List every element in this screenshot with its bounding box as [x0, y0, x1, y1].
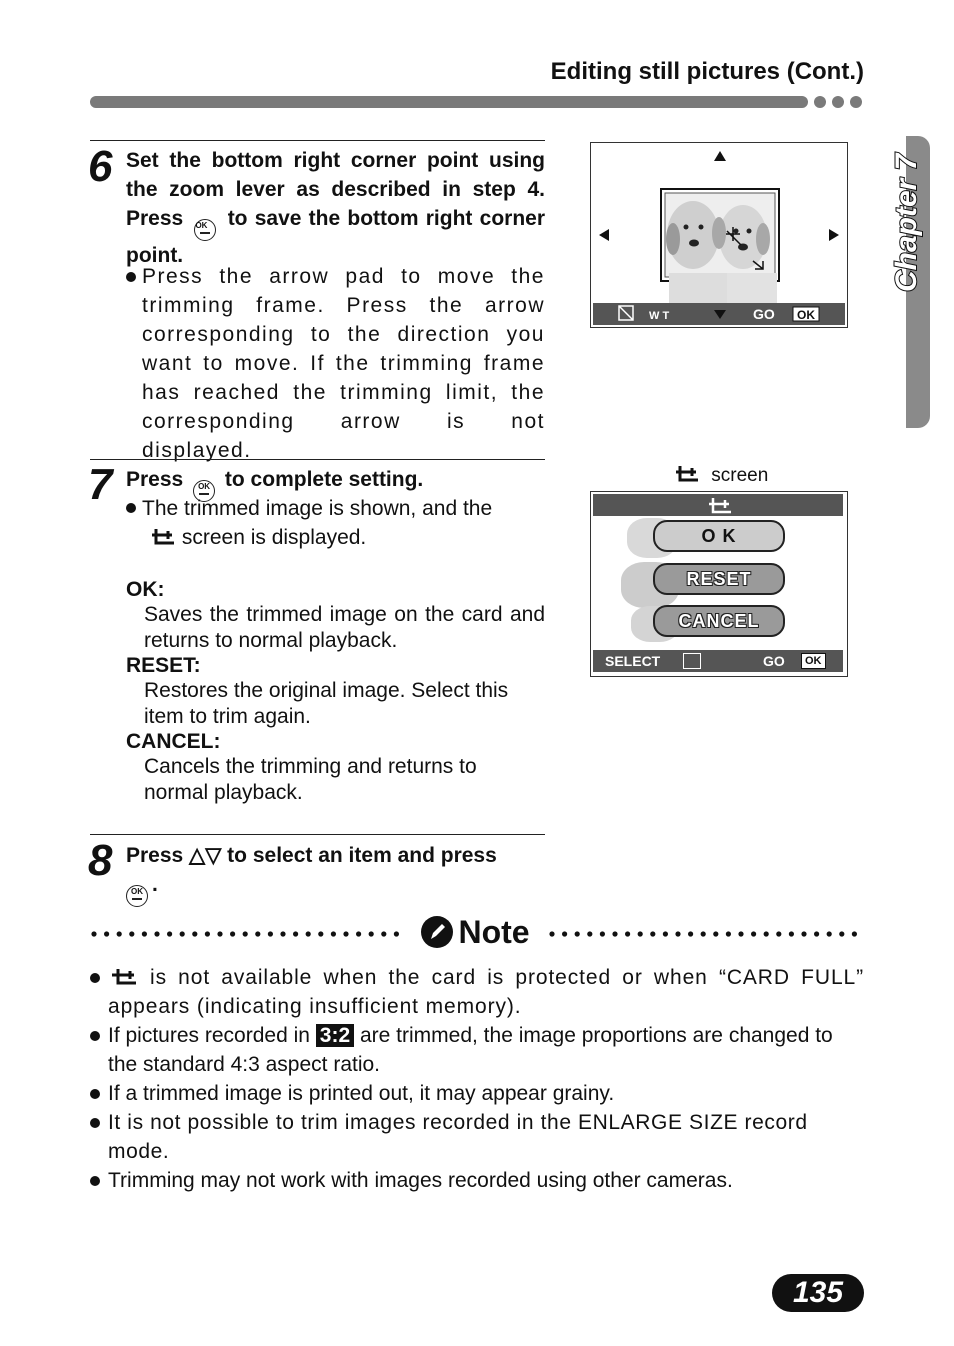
step-number-8: 8 [88, 836, 113, 885]
updown-icon [683, 653, 701, 669]
ok-button-icon: OK [194, 219, 217, 241]
screen2-caption: screen [672, 462, 768, 487]
step8-instruction-end: . [152, 873, 158, 896]
arrow-left-icon [599, 229, 609, 241]
page-header-title: Editing still pictures (Cont.) [550, 58, 864, 85]
note-heading: Note [420, 914, 530, 954]
chapter-label: Chapter 7 [889, 151, 924, 293]
step7-bullet-text: The trimmed image is shown, and the [142, 497, 493, 520]
trim-icon [676, 466, 698, 482]
note-dots-left [91, 931, 399, 937]
step7-terms: OK: Saves the trimmed image on the card … [126, 578, 545, 806]
note-item: It is not possible to trim images record… [90, 1108, 864, 1166]
bullet-icon [90, 1031, 100, 1041]
step6-instruction: Set the bottom right corner point using … [126, 146, 545, 270]
step6-bullet-text: Press the arrow pad to move the trimming… [142, 265, 545, 462]
bullet-icon [90, 973, 100, 983]
aspect-badge: 3:2 [315, 1024, 355, 1047]
bullet-icon [90, 1118, 100, 1128]
note-dots-right [549, 931, 857, 937]
step7-bullet: The trimmed image is shown, and the scre… [126, 494, 545, 552]
step7-bullet-text-2: screen is displayed. [181, 526, 367, 549]
trim-icon [126, 523, 176, 552]
screen2-title-bar [593, 494, 843, 516]
menu-item-reset[interactable]: RESET [653, 563, 785, 595]
page-number: 135 [772, 1274, 864, 1312]
header-dot [832, 96, 844, 108]
term-reset: RESET: [126, 654, 201, 677]
bullet-icon [90, 1089, 100, 1099]
chapter-tab [906, 136, 930, 428]
term-cancel-desc: Cancels the trimming and returns to norm… [144, 755, 477, 804]
bullet-icon [126, 272, 136, 282]
bullet-icon [126, 503, 136, 513]
go-label: GO [763, 653, 785, 669]
header-rule [90, 96, 808, 108]
screen2-caption-text: screen [711, 465, 769, 486]
step-number-7: 7 [88, 460, 113, 509]
trim-frame-screen: W T GO OK [590, 142, 848, 328]
svg-text:GO: GO [753, 306, 775, 322]
step8-instruction-text: Press △▽ to select an item and press [126, 844, 497, 867]
step8-instruction: Press △▽ to select an item and press OK. [126, 841, 545, 907]
menu-item-ok[interactable]: O K [653, 520, 785, 552]
trim-icon [112, 969, 136, 985]
step6-instruction-text: Set the bottom right corner point using … [126, 149, 545, 230]
svg-text:Chapter 7: Chapter 7 [890, 152, 923, 292]
note-list: is not available when the card is protec… [90, 963, 864, 1195]
header-dot [850, 96, 862, 108]
arrow-up-icon [714, 151, 726, 161]
step6-instruction-text-2: to save the bottom right corner point. [126, 207, 545, 267]
term-reset-desc: Restores the original image. Select this… [144, 679, 509, 728]
step7-instruction-text: Press [126, 468, 184, 491]
bullet-icon [90, 1176, 100, 1186]
select-label: SELECT [605, 653, 661, 669]
ok-button-icon: OK [193, 480, 216, 502]
step6-bullet: Press the arrow pad to move the trimming… [126, 262, 545, 465]
term-cancel: CANCEL: [126, 730, 221, 753]
note-item: is not available when the card is protec… [90, 963, 864, 1021]
note-title: Note [458, 914, 530, 950]
menu-item-cancel[interactable]: CANCEL [653, 605, 785, 637]
note-pencil-icon [421, 916, 453, 948]
trim-frame-illustration: W T GO OK [593, 151, 845, 325]
note-item-text: Trimming may not work with images record… [108, 1169, 733, 1192]
step-divider [90, 459, 545, 460]
screen2-bottom-bar: SELECT GO OK [593, 650, 843, 672]
term-ok-desc: Saves the trimmed image on the card and … [144, 603, 545, 652]
step7-instruction-text-2: to complete setting. [224, 468, 424, 491]
svg-text:W T: W T [649, 310, 669, 322]
note-item-text: If pictures recorded in 3:2 are trimmed,… [108, 1024, 833, 1076]
ok-button-icon: OK [126, 885, 148, 907]
step-divider [90, 834, 545, 835]
arrow-right-icon [829, 229, 839, 241]
note-item: If a trimmed image is printed out, it ma… [90, 1079, 864, 1108]
trim-menu-screen: O K RESET CANCEL SELECT GO OK [590, 491, 848, 677]
note-item-text: is not available when the card is protec… [108, 966, 864, 1018]
ok-label: OK [801, 653, 826, 669]
term-ok: OK: [126, 578, 165, 601]
arrow-down-icon [714, 310, 726, 319]
step7-instruction: Press OK to complete setting. [126, 465, 545, 502]
step-number-6: 6 [88, 142, 113, 191]
step-divider [90, 140, 545, 141]
note-item: If pictures recorded in 3:2 are trimmed,… [90, 1021, 864, 1079]
header-dot [814, 96, 826, 108]
svg-text:OK: OK [797, 308, 815, 322]
note-item-text: If a trimmed image is printed out, it ma… [108, 1082, 615, 1105]
note-item: Trimming may not work with images record… [90, 1166, 864, 1195]
trim-icon [709, 498, 731, 514]
note-item-text: It is not possible to trim images record… [108, 1111, 808, 1163]
